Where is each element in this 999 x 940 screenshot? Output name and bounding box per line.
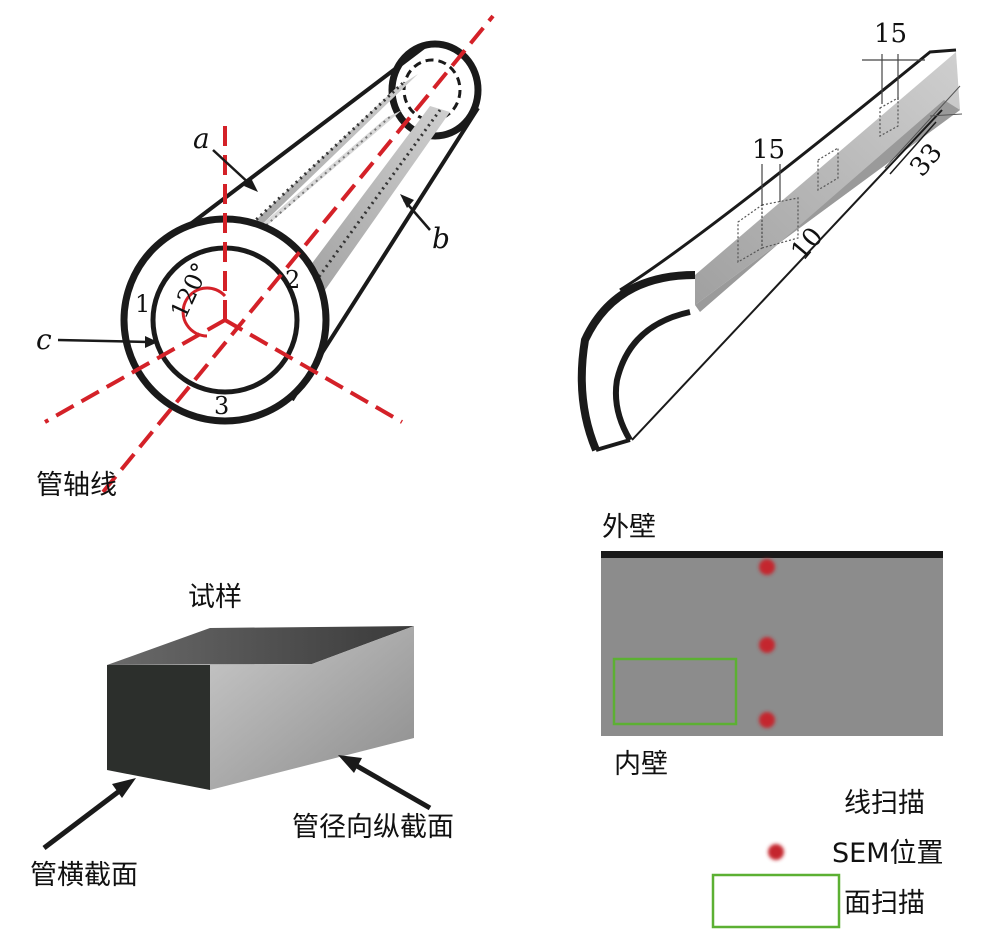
label-a: a [193, 122, 210, 155]
label-longitudinal-section: 管径向纵截面 [292, 812, 454, 843]
dotted-line-c [157, 114, 393, 321]
panel-c-sample: 试样 管横截面 管径向纵截面 [30, 582, 454, 891]
sample-front-face [107, 665, 210, 790]
arrow-c [57, 338, 149, 344]
arrow-cross-section [42, 784, 128, 850]
strip-arc-inner [612, 309, 691, 442]
strip-arc-outer [577, 271, 696, 452]
sample-top-face [107, 626, 414, 665]
legend-line-scan-label: 线扫描 [844, 788, 925, 819]
area-scan-box [612, 657, 738, 726]
dotted-line-a [228, 80, 406, 246]
dim-label-15-mid: 15 [752, 135, 785, 165]
label-num-3: 3 [214, 392, 229, 420]
inner-wall-label: 内壁 [614, 749, 668, 780]
legend-area-scan-label: 面扫描 [844, 888, 925, 919]
pipe-far-end-ring [388, 40, 482, 140]
label-b: b [432, 222, 450, 255]
label-num-1: 1 [135, 290, 150, 318]
legend-sem-label: SEM位置 [832, 838, 944, 869]
sample-side-face [210, 626, 414, 790]
panel-a-pipe: a b c 1 2 3 120° 管轴线 [36, 14, 495, 501]
legend-area-scan-swatch [711, 873, 841, 929]
arrow-c-head [145, 336, 158, 348]
dim-label-15-top: 15 [874, 19, 907, 49]
arrow-longitudinal [348, 759, 432, 811]
arrow-a [212, 149, 253, 187]
panel-b-strip: 15 15 33 10 [577, 19, 963, 452]
strip-side-face [695, 100, 960, 312]
pipe-axis-line [101, 14, 495, 494]
sample-title: 试样 [188, 582, 242, 613]
strip-arc-end [595, 438, 631, 452]
outer-wall-edge [601, 551, 943, 558]
pipe-outline-upper [170, 42, 430, 240]
outer-wall-label: 外壁 [602, 512, 656, 543]
sem-point-3 [759, 712, 775, 728]
sample-box-2 [761, 197, 799, 249]
arrow-b-head [400, 194, 414, 208]
dotted-line-b [303, 109, 442, 297]
dim-line-length [631, 109, 943, 441]
pipe-axis-label: 管轴线 [36, 470, 117, 501]
sample-box-4 [879, 96, 899, 138]
strip-outer-edge [619, 48, 957, 292]
dim-33-tick-2 [929, 113, 963, 117]
sem-point-1 [759, 559, 775, 575]
radial-line-left [44, 318, 226, 424]
label-cross-section: 管横截面 [30, 860, 138, 891]
arrow-a-head [244, 178, 258, 192]
label-num-2: 2 [285, 266, 300, 294]
arrow-longitudinal-head [338, 755, 362, 773]
sem-point-2 [759, 637, 775, 653]
arrow-cross-section-head [112, 778, 136, 798]
panel-d-scan: 外壁 内壁 线扫描 SEM位置 面扫描 [601, 512, 944, 929]
dim-33-tick-1 [884, 85, 961, 169]
label-c: c [36, 323, 52, 356]
dim-line-33 [889, 121, 937, 175]
strip-top-face [695, 52, 960, 305]
legend-sem-swatch [768, 844, 784, 860]
sample-box-3 [817, 146, 839, 192]
radial-line-right [224, 318, 403, 424]
sample-box-1 [737, 203, 763, 264]
angle-arc [181, 286, 227, 338]
